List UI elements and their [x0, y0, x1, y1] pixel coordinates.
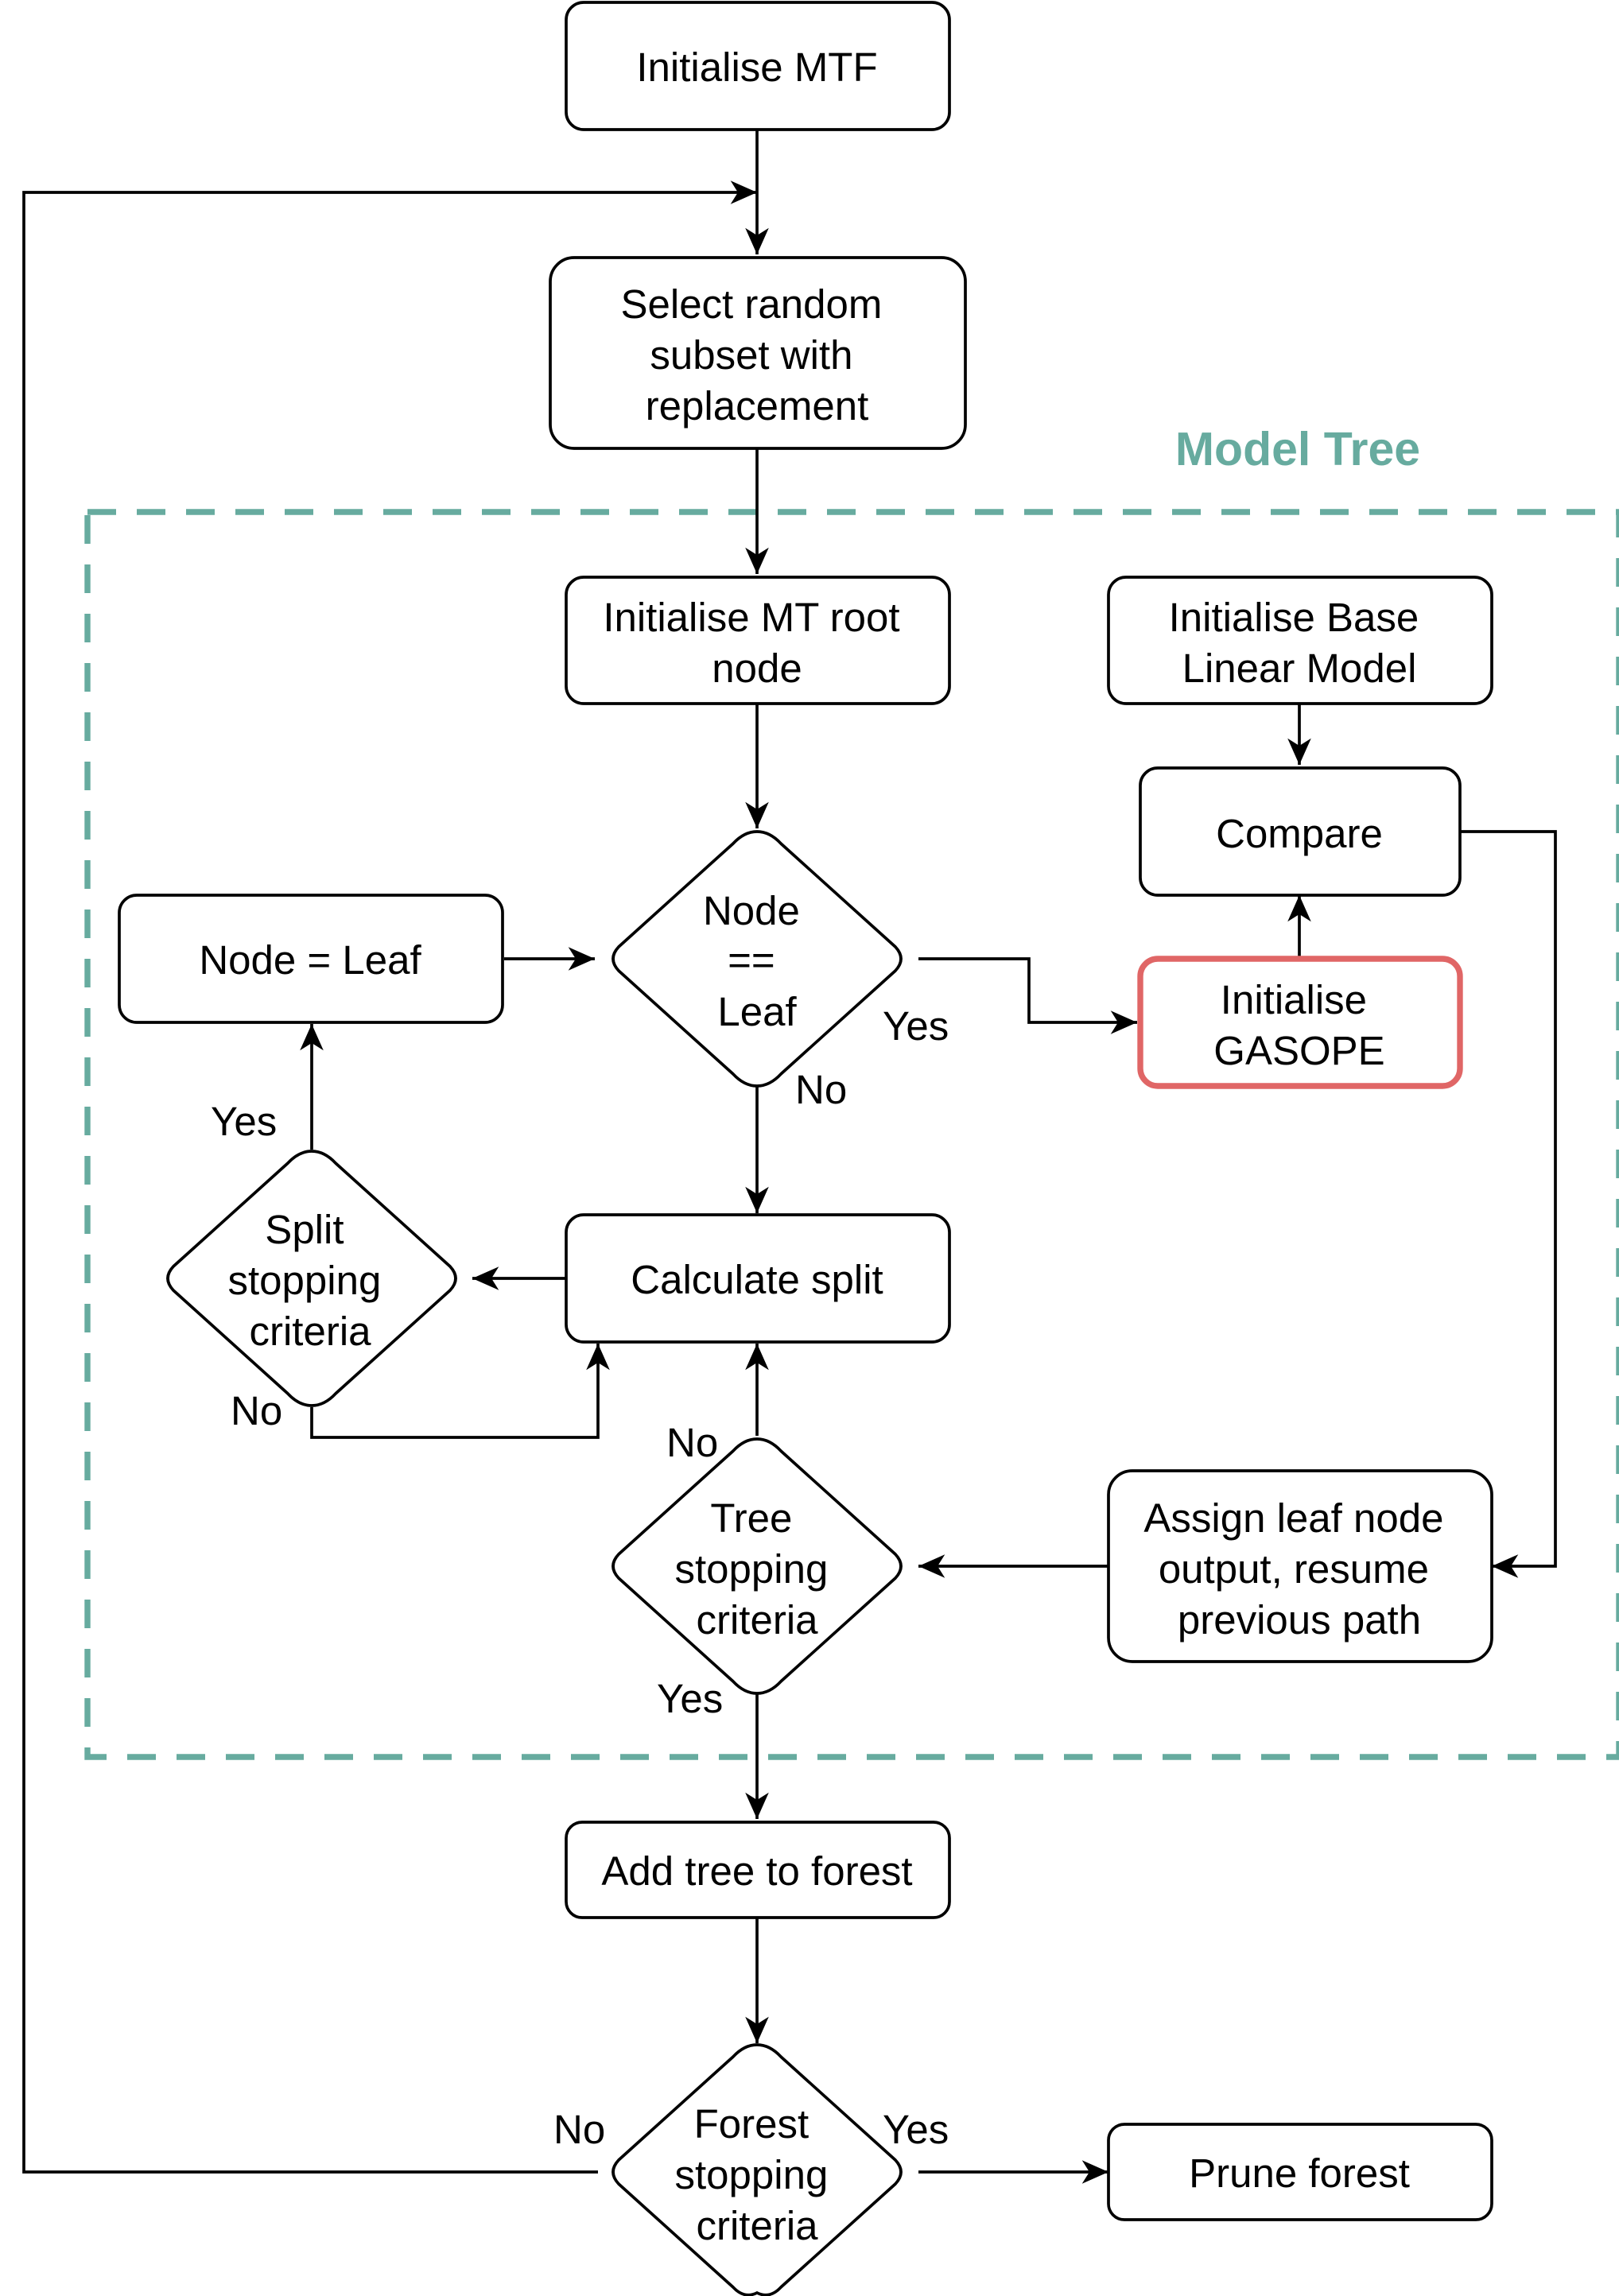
svg-text:Split stopping cri: Split stopping criteria [228, 1207, 393, 1354]
tree-stopping-decision: Tree stopping criteria [611, 1437, 903, 1695]
label-tree-no: No [666, 1420, 718, 1465]
svg-text:Calculate split: Calculate split [631, 1257, 883, 1302]
initialise-base-box: Initialise Base Linear Model [1107, 576, 1493, 705]
svg-text:Initialise MT root node: Initialise MT root node [603, 595, 910, 691]
label-node-leaf-no: No [795, 1067, 847, 1112]
svg-text:Initialise MTF: Initialise MTF [636, 45, 877, 90]
compare-box: Compare [1139, 766, 1462, 897]
forest-stopping-line-3: criteria [696, 2203, 818, 2248]
split-stopping-line-3: criteria [249, 1309, 371, 1354]
svg-text:Add tree to forest: Add tree to forest [601, 1848, 912, 1894]
edges [22, 130, 1557, 2184]
svg-text:Compare: Compare [1216, 811, 1383, 856]
label-forest-no: No [553, 2107, 605, 2152]
node-equals-leaf-label: Node = Leaf [199, 937, 421, 983]
svg-text:Initialise GASOPE: Initialise GASOPE [1213, 977, 1384, 1073]
initialise-root-box: Initialise MT root node [565, 576, 951, 705]
svg-text:Assign leaf node output,: Assign leaf node output, resume previous… [1143, 1495, 1454, 1642]
select-subset-line-2: subset with [650, 332, 852, 378]
node-leaf-decision-line-2: == [728, 937, 775, 983]
edge-forest-no-loop [22, 180, 757, 2174]
label-tree-yes: Yes [657, 1676, 723, 1721]
initialise-root-line-1: Initialise MT root [603, 595, 899, 640]
label-split-yes: Yes [211, 1099, 277, 1144]
assign-leaf-box: Assign leaf node output, resume previous… [1107, 1469, 1493, 1663]
tree-stopping-line-2: stopping [675, 1546, 829, 1592]
edge-compare-to-assign [1460, 830, 1557, 1578]
calculate-split-box: Calculate split [565, 1213, 951, 1344]
initialise-mtf-box: Initialise MTF [565, 1, 951, 131]
add-tree-label: Add tree to forest [601, 1848, 912, 1894]
edge-decision-yes-to-gasope [918, 957, 1137, 1034]
model-tree-region [84, 509, 1619, 1760]
assign-leaf-line-2: output, resume [1159, 1546, 1429, 1592]
label-forest-yes: Yes [883, 2107, 949, 2152]
label-split-no: No [231, 1388, 282, 1433]
select-subset-line-1: Select random [620, 281, 882, 327]
split-stopping-decision: Split stopping criteria [166, 1150, 457, 1407]
svg-text:Tree stopping crit: Tree stopping criteria [675, 1495, 840, 1642]
forest-stopping-line-2: stopping [675, 2152, 829, 2197]
svg-text:Forest stopping cr: Forest stopping criteria [675, 2101, 840, 2248]
svg-text:Node = Leaf: Node = Leaf [199, 937, 421, 983]
node-leaf-decision-line-1: Node [703, 888, 800, 933]
forest-stopping-line-1: Forest [694, 2101, 810, 2147]
select-subset-line-3: replacement [646, 383, 869, 429]
assign-leaf-line-3: previous path [1178, 1597, 1421, 1642]
initialise-gasope-line-1: Initialise [1221, 977, 1367, 1022]
split-stopping-line-1: Split [265, 1207, 344, 1252]
svg-text:Node == Leaf: Node == Leaf [703, 888, 811, 1034]
initialise-root-line-2: node [712, 646, 802, 691]
split-stopping-line-2: stopping [228, 1258, 382, 1303]
calculate-split-label: Calculate split [631, 1257, 883, 1302]
initialise-mtf-label: Initialise MTF [636, 45, 877, 90]
model-tree-title: Model Tree [1175, 423, 1420, 475]
compare-label: Compare [1216, 811, 1383, 856]
node-leaf-decision: Node == Leaf [611, 830, 903, 1088]
prune-forest-box: Prune forest [1107, 2123, 1493, 2221]
node-leaf-decision-line-3: Leaf [717, 989, 797, 1034]
prune-forest-label: Prune forest [1189, 2151, 1410, 2196]
assign-leaf-line-1: Assign leaf node [1143, 1495, 1443, 1541]
add-tree-box: Add tree to forest [565, 1821, 951, 1919]
svg-text:Prune forest: Prune forest [1189, 2151, 1410, 2196]
initialise-gasope-line-2: GASOPE [1213, 1028, 1384, 1073]
forest-stopping-decision: Forest stopping criteria [611, 2043, 903, 2296]
label-node-leaf-yes: Yes [883, 1003, 949, 1049]
svg-text:Initialise Base Linear M: Initialise Base Linear Model [1169, 595, 1431, 691]
initialise-base-line-1: Initialise Base [1169, 595, 1419, 640]
initialise-base-line-2: Linear Model [1182, 646, 1417, 691]
select-subset-box: Select random subset with replacement [549, 256, 967, 450]
svg-text:Select random subset wit: Select random subset with replacement [620, 281, 893, 429]
tree-stopping-line-3: criteria [696, 1597, 818, 1642]
tree-stopping-line-1: Tree [710, 1495, 792, 1541]
edge-labels: Yes No Yes No No Yes No Yes [211, 1003, 949, 2152]
initialise-gasope-box: Initialise GASOPE [1137, 956, 1463, 1089]
node-equals-leaf-box: Node = Leaf [118, 894, 504, 1024]
edge-split-no-to-calc [310, 1344, 610, 1439]
